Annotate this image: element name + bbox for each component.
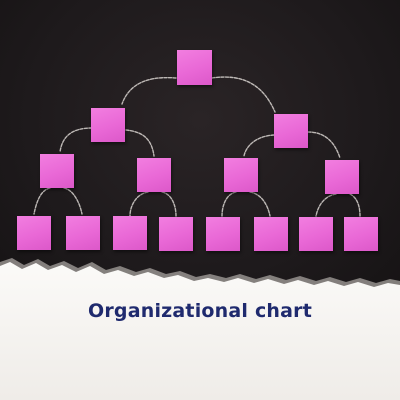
connector-root-right <box>211 76 276 113</box>
connector-l3d-right <box>349 193 361 217</box>
chalk-connectors <box>33 76 361 217</box>
connector-root-left <box>121 76 177 105</box>
org-node-level3-2 <box>137 158 171 192</box>
org-node-level4-6 <box>254 217 288 251</box>
connector-l3b-left <box>129 191 149 217</box>
org-node-level4-2 <box>66 216 100 250</box>
org-node-level4-1 <box>17 216 51 250</box>
org-node-level3-4 <box>325 160 359 194</box>
org-node-level3-1 <box>40 154 74 188</box>
org-node-level4-7 <box>299 217 333 251</box>
connector-l3c-left <box>221 191 237 217</box>
connector-l3b-right <box>161 191 177 217</box>
connector-l3a-right <box>63 187 83 215</box>
connector-l2b-left <box>243 134 275 157</box>
torn-paper-sheet <box>0 262 400 400</box>
caption-title: Organizational chart <box>87 300 313 322</box>
connector-l3a-left <box>33 187 51 215</box>
org-node-root <box>177 50 212 85</box>
connector-l2a-right <box>125 129 155 157</box>
org-node-level3-3 <box>224 158 258 192</box>
connector-l2b-right <box>307 131 341 159</box>
connector-l3d-left <box>315 193 337 217</box>
org-node-level4-8 <box>344 217 378 251</box>
org-node-level4-5 <box>206 217 240 251</box>
org-node-level4-3 <box>113 216 147 250</box>
connector-l2a-left <box>59 127 93 153</box>
org-node-level2-2 <box>274 114 308 148</box>
org-node-level4-4 <box>159 217 193 251</box>
connector-l3c-right <box>249 191 271 217</box>
org-node-level2-1 <box>91 108 125 142</box>
